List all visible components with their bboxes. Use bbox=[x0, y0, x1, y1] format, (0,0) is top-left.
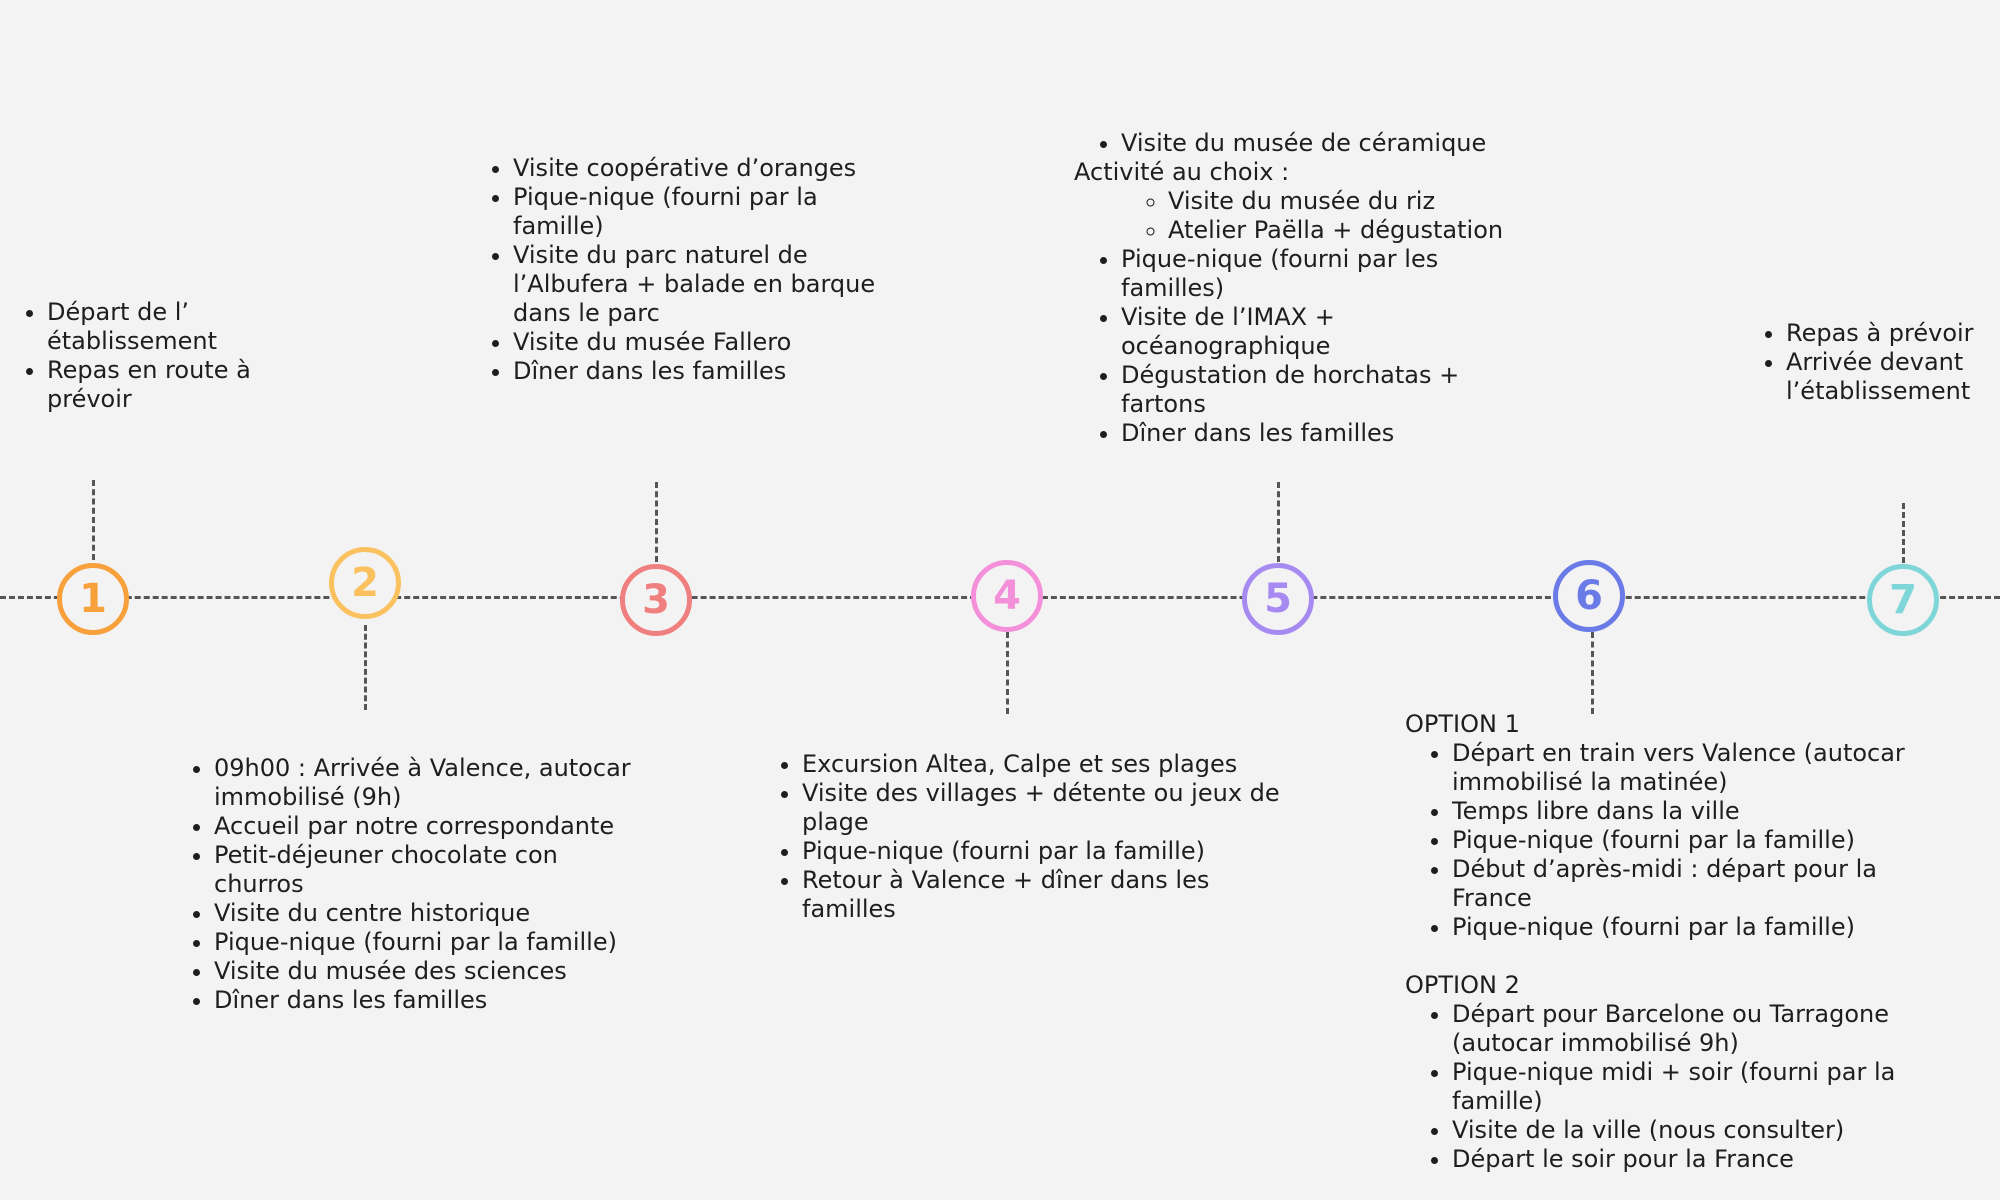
connector-day-3 bbox=[655, 482, 658, 562]
list-item: Départ pour Barcelone ou Tarragone(autoc… bbox=[1452, 1000, 1905, 1058]
day-5-choice-wrap: Visite du musée du riz Atelier Paëlla + … bbox=[1074, 187, 1503, 245]
day-7-activities: Repas à prévoir Arrivée devantl’établiss… bbox=[1739, 319, 1974, 406]
list-item: Visite du centre historique bbox=[214, 899, 631, 928]
option-2-list: Départ pour Barcelone ou Tarragone(autoc… bbox=[1405, 1000, 1905, 1174]
day-5-list-top: Visite du musée de céramique bbox=[1074, 129, 1503, 158]
milestone-7: 7 bbox=[1867, 564, 1939, 636]
list-item: Visite de la ville (nous consulter) bbox=[1452, 1116, 1905, 1145]
milestone-1: 1 bbox=[57, 563, 129, 635]
day-6-activities: OPTION 1 Départ en train vers Valence (a… bbox=[1405, 710, 1905, 1174]
option-1-list: Départ en train vers Valence (autocarimm… bbox=[1405, 739, 1905, 942]
choice-heading: Activité au choix : bbox=[1074, 158, 1290, 186]
list-item: Pique-nique (fourni par la famille) bbox=[1452, 913, 1905, 942]
list-item: Temps libre dans la ville bbox=[1452, 797, 1905, 826]
list-item: Départ le soir pour la France bbox=[1452, 1145, 1905, 1174]
connector-day-5 bbox=[1277, 482, 1280, 562]
day-2-list: 09h00 : Arrivée à Valence, autocarimmobi… bbox=[167, 754, 631, 1015]
option-2-heading: OPTION 2 bbox=[1405, 971, 1520, 999]
list-item: Pique-nique (fourni par la famille) bbox=[802, 837, 1280, 866]
day-1-list: Départ de l’établissement Repas en route… bbox=[0, 298, 251, 414]
list-item: Visite du musée Fallero bbox=[513, 328, 875, 357]
list-item: 09h00 : Arrivée à Valence, autocarimmobi… bbox=[214, 754, 631, 812]
day-1-activities: Départ de l’établissement Repas en route… bbox=[0, 298, 251, 414]
day-3-activities: Visite coopérative d’oranges Pique-nique… bbox=[466, 154, 875, 386]
day-3-list: Visite coopérative d’oranges Pique-nique… bbox=[466, 154, 875, 386]
milestone-5: 5 bbox=[1242, 563, 1314, 635]
list-item: Retour à Valence + dîner dans lesfamille… bbox=[802, 866, 1280, 924]
day-7-list: Repas à prévoir Arrivée devantl’établiss… bbox=[1739, 319, 1974, 406]
connector-day-7 bbox=[1902, 503, 1905, 563]
list-item: Dîner dans les familles bbox=[214, 986, 631, 1015]
list-item: Visite du parc naturel del’Albufera + ba… bbox=[513, 241, 875, 328]
day-4-list: Excursion Altea, Calpe et ses plages Vis… bbox=[755, 750, 1280, 924]
connector-day-2 bbox=[364, 625, 367, 710]
list-item: Pique-nique (fourni par la famille) bbox=[1452, 826, 1905, 855]
list-item: Pique-nique (fourni par la famille) bbox=[214, 928, 631, 957]
list-item: Accueil par notre correspondante bbox=[214, 812, 631, 841]
list-item: Repas à prévoir bbox=[1786, 319, 1974, 348]
list-item: Visite des villages + détente ou jeux de… bbox=[802, 779, 1280, 837]
milestone-number: 1 bbox=[79, 576, 107, 622]
connector-day-6 bbox=[1591, 632, 1594, 714]
list-item: Dégustation de horchatas +fartons bbox=[1121, 361, 1503, 419]
list-item: Pique-nique midi + soir (fourni par lafa… bbox=[1452, 1058, 1905, 1116]
list-item: Visite du musée du riz bbox=[1168, 187, 1503, 216]
connector-day-1 bbox=[92, 480, 95, 560]
milestone-number: 6 bbox=[1575, 573, 1603, 619]
milestone-number: 2 bbox=[351, 560, 379, 606]
day-4-activities: Excursion Altea, Calpe et ses plages Vis… bbox=[755, 750, 1280, 924]
day-2-activities: 09h00 : Arrivée à Valence, autocarimmobi… bbox=[167, 754, 631, 1015]
list-item: Départ de l’établissement bbox=[47, 298, 251, 356]
connector-day-4 bbox=[1006, 632, 1009, 714]
spacer bbox=[1405, 942, 1905, 971]
list-item: Dîner dans les familles bbox=[513, 357, 875, 386]
list-item: Départ en train vers Valence (autocarimm… bbox=[1452, 739, 1905, 797]
milestone-number: 4 bbox=[993, 573, 1021, 619]
list-item: Visite coopérative d’oranges bbox=[513, 154, 875, 183]
option-1-heading: OPTION 1 bbox=[1405, 710, 1520, 738]
day-5-choice-list: Visite du musée du riz Atelier Paëlla + … bbox=[1121, 187, 1503, 245]
list-item: Visite du musée de céramique bbox=[1121, 129, 1503, 158]
milestone-number: 5 bbox=[1264, 576, 1292, 622]
day-5-activities: Visite du musée de céramique Activité au… bbox=[1074, 129, 1503, 448]
milestone-2: 2 bbox=[329, 547, 401, 619]
list-item: Début d’après-midi : départ pour laFranc… bbox=[1452, 855, 1905, 913]
milestone-number: 7 bbox=[1889, 577, 1917, 623]
list-item: Visite du musée des sciences bbox=[214, 957, 631, 986]
milestone-6: 6 bbox=[1553, 560, 1625, 632]
milestone-4: 4 bbox=[971, 560, 1043, 632]
list-item: Excursion Altea, Calpe et ses plages bbox=[802, 750, 1280, 779]
milestone-number: 3 bbox=[642, 577, 670, 623]
list-item: Visite de l’IMAX +océanographique bbox=[1121, 303, 1503, 361]
list-item: Dîner dans les familles bbox=[1121, 419, 1503, 448]
list-item: Atelier Paëlla + dégustation bbox=[1168, 216, 1503, 245]
choice-group: Visite du musée du riz Atelier Paëlla + … bbox=[1121, 187, 1503, 245]
milestone-3: 3 bbox=[620, 564, 692, 636]
